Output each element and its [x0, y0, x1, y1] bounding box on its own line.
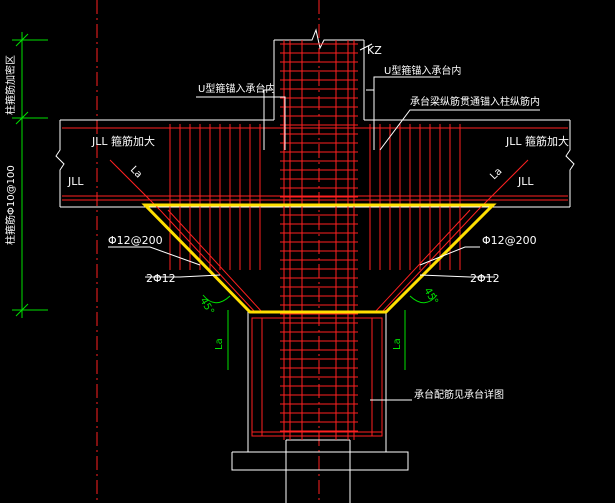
- la-vert-right-label: La: [392, 338, 403, 350]
- rebar-spacing-left-label: Φ12@200: [108, 234, 163, 247]
- la-left-label: La: [128, 164, 144, 180]
- jll-left-label: JLL: [67, 175, 84, 188]
- jll-dense-right-label: JLL 箍筋加大: [505, 134, 569, 148]
- side-dim-top-label: 柱箍筋加密区: [4, 55, 17, 115]
- jll-dense-left-label: JLL 箍筋加大: [91, 134, 155, 148]
- haunch-highlight: [141, 203, 497, 314]
- pile-cap-rebars: [251, 317, 383, 437]
- side-dimension: [12, 32, 48, 318]
- bar-count-left-label: 2Φ12: [146, 272, 176, 285]
- side-dim-bottom-label: 柱箍筋Φ10@100: [4, 165, 17, 245]
- beam-outline: [55, 119, 575, 208]
- pile-cap-outline: [231, 310, 409, 503]
- la-vert-left-label: La: [214, 338, 225, 350]
- column-outline: [273, 28, 365, 120]
- u-anchor-right-label: U型箍锚入承台内: [384, 64, 461, 77]
- beam-stirrup-right-label: 承台梁纵筋贯通锚入柱纵筋内: [410, 95, 540, 108]
- la-dimensions: [202, 294, 438, 370]
- leader-lines: [108, 43, 540, 401]
- angle-right-label: 45°: [421, 286, 439, 307]
- jll-right-label: JLL: [517, 175, 534, 188]
- pile-cap-detail-label: 承台配筋见承台详图: [414, 388, 504, 401]
- column-stirrups: [280, 43, 358, 432]
- angle-left-label: 45°: [197, 296, 215, 317]
- la-right-label: La: [488, 166, 504, 182]
- beam-stirrups: [169, 124, 461, 270]
- column-label: KZ: [367, 44, 382, 57]
- u-anchor-left-label: U型箍锚入承台内: [198, 82, 275, 95]
- rebar-spacing-right-label: Φ12@200: [482, 234, 537, 247]
- bar-count-right-label: 2Φ12: [470, 272, 500, 285]
